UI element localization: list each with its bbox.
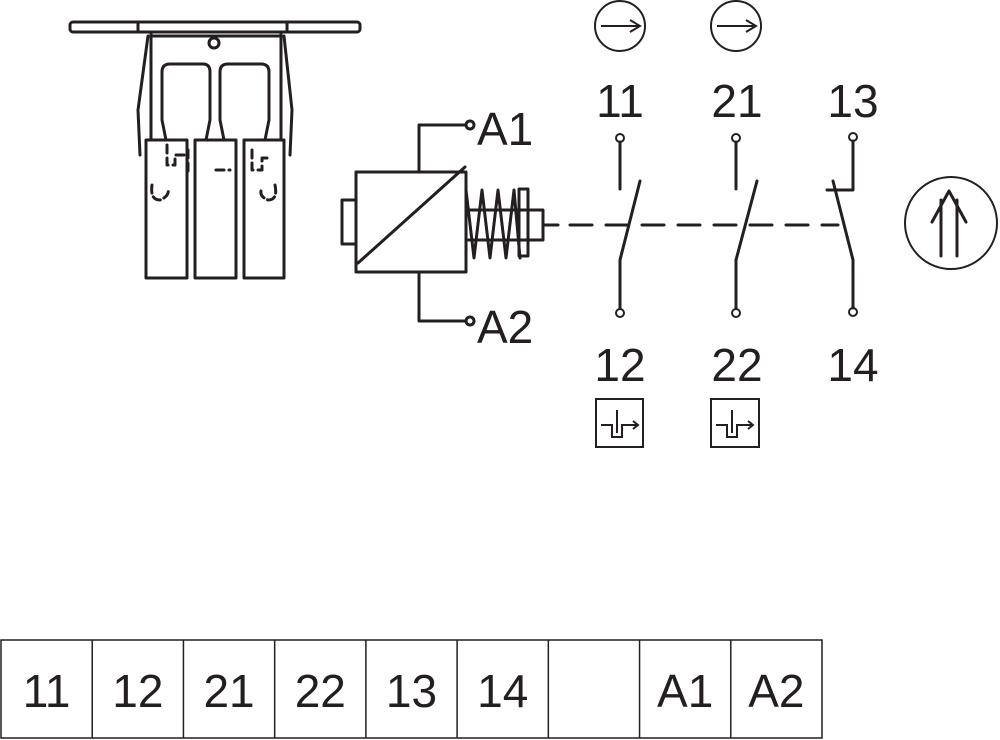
mirror-contact-icon	[710, 398, 760, 448]
direction-arrow-icon	[594, 0, 646, 52]
contact-label-top: 13	[827, 75, 878, 127]
terminal-cell: 22	[295, 665, 346, 717]
terminal-label-a2: A2	[477, 301, 533, 353]
nc-contact-11-12	[615, 133, 642, 318]
double-up-arrow-icon	[904, 176, 998, 270]
contact-label-bottom: 12	[594, 339, 645, 391]
contact-label-bottom: 22	[711, 339, 762, 391]
contact-label-bottom: 14	[827, 339, 878, 391]
terminal-cell: 13	[386, 665, 437, 717]
terminal-cell: 11	[23, 665, 71, 717]
terminal-cell: 12	[112, 665, 163, 717]
mirror-contact-icon	[595, 398, 644, 448]
terminal-label-a1: A1	[477, 103, 533, 155]
terminal-table: 11 12 21 22 13 14 A1 A2	[0, 639, 823, 739]
no-contact-13-14	[825, 132, 858, 317]
direction-arrow-icon	[710, 0, 762, 52]
terminal-cell: 14	[477, 665, 528, 717]
contact-label-top: 21	[711, 75, 762, 127]
relay-body-drawing	[68, 20, 362, 280]
contact-label-top: 11	[596, 75, 644, 127]
nc-contact-21-22	[731, 133, 759, 318]
terminal-cell: A1	[657, 665, 713, 717]
terminal-cell: 21	[203, 665, 254, 717]
terminal-cell: A2	[748, 665, 804, 717]
coil-symbol	[340, 119, 560, 327]
